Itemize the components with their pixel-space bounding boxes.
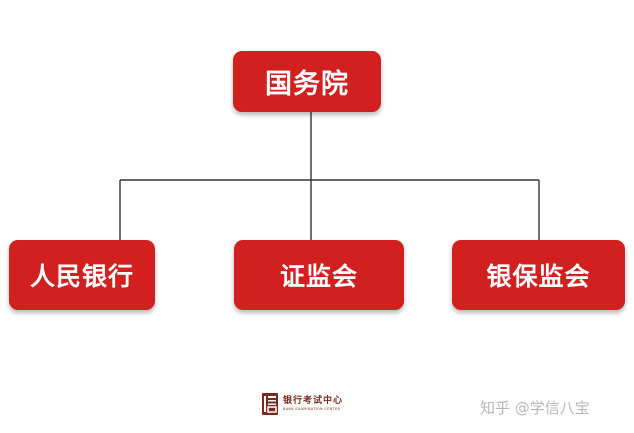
node-label: 国务院 xyxy=(265,69,349,100)
bank-exam-center-logo: 银行考试中心 BANK EXAMINATION CENTER xyxy=(262,393,343,415)
logo-title: 银行考试中心 xyxy=(283,396,344,406)
logo-subtitle: BANK EXAMINATION CENTER xyxy=(283,407,341,411)
node-label: 人民银行 xyxy=(29,262,134,291)
node-state-council: 国务院 xyxy=(233,51,381,112)
node-banking-insurance-commission: 银保监会 xyxy=(452,240,625,310)
node-label: 证监会 xyxy=(279,262,358,291)
node-securities-commission: 证监会 xyxy=(234,240,404,310)
node-label: 银保监会 xyxy=(486,262,591,291)
watermark: 知乎 @学信八宝 xyxy=(480,399,590,417)
node-peoples-bank: 人民银行 xyxy=(9,240,155,310)
xin-seal-icon xyxy=(262,393,278,415)
